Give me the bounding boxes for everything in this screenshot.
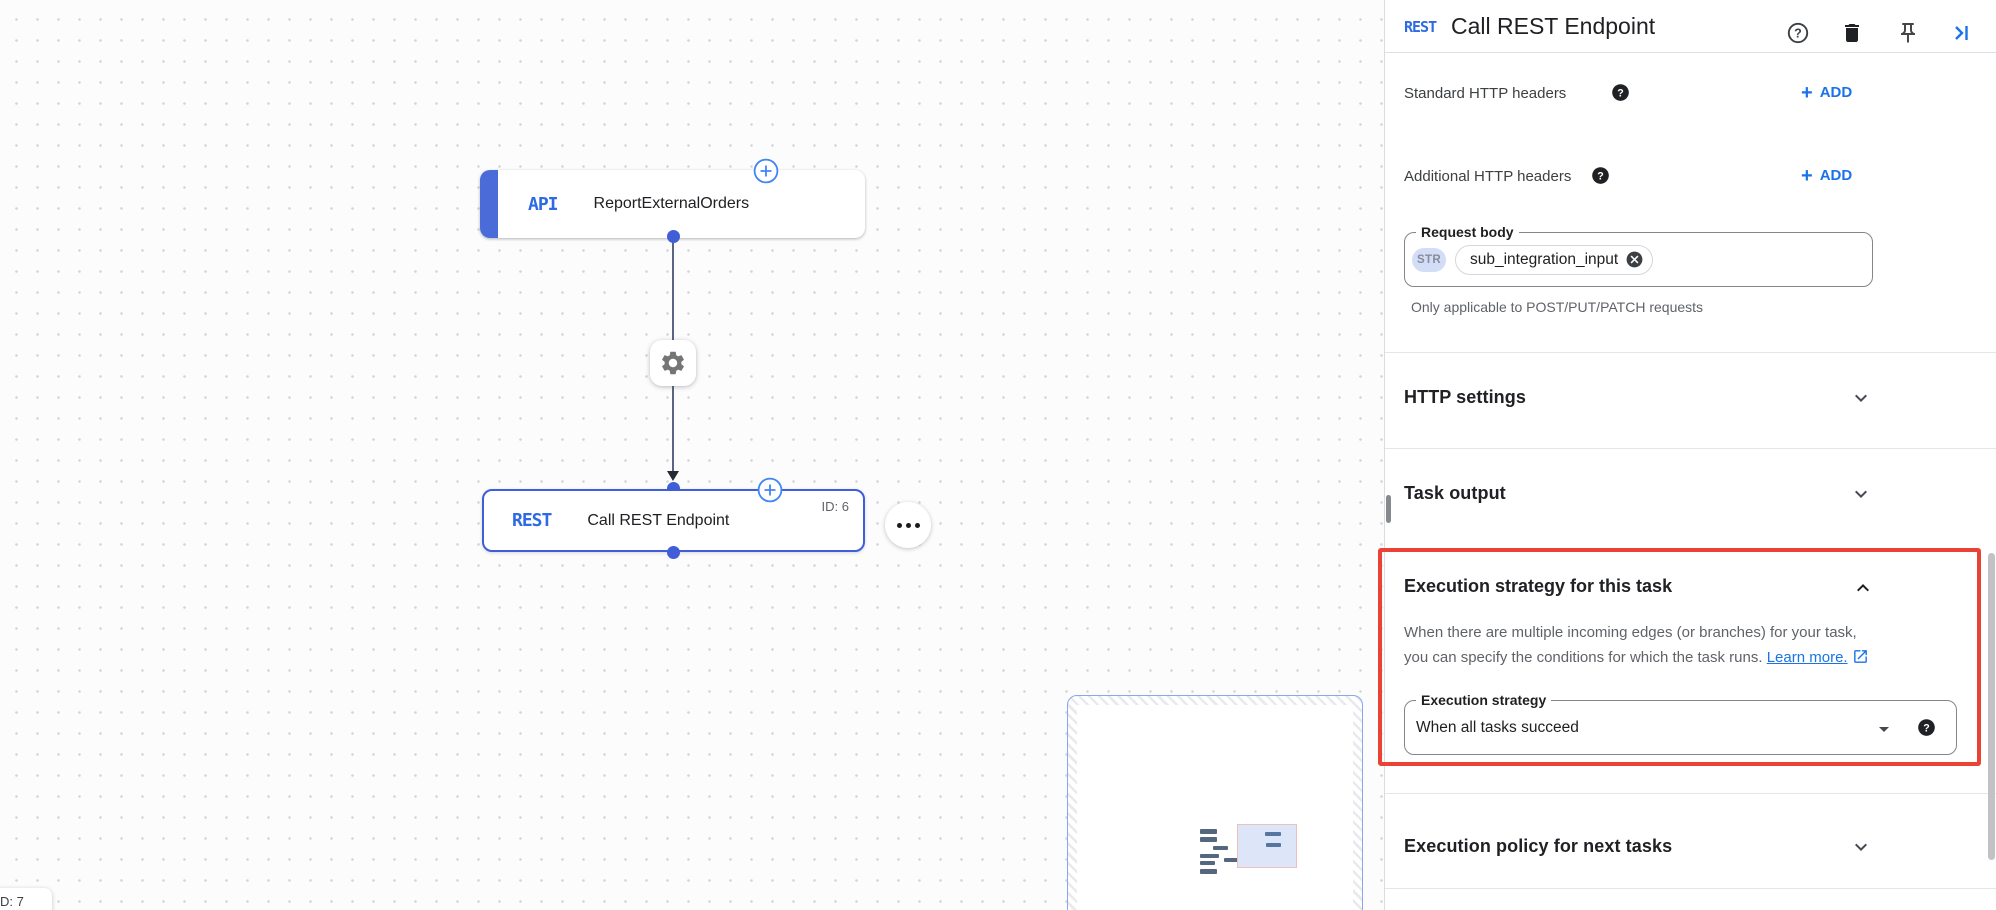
http-settings-title: HTTP settings [1404,387,1526,407]
task-config-panel: REST Call REST Endpoint ? Standard HTTP … [1378,0,1996,910]
help-filled-icon[interactable]: ? [1611,83,1630,102]
learn-more-link[interactable]: Learn more. [1766,649,1848,666]
placeholder-inner [1077,705,1353,910]
node-id-label: ID: 6 [821,499,849,514]
panel-scrollbar-thumb[interactable] [1386,495,1391,523]
add-edge-icon[interactable] [757,477,783,503]
divider [1385,793,1996,794]
svg-text:?: ? [1794,27,1802,41]
plus-icon: + [1801,81,1813,104]
edge-arrow-icon [667,471,679,481]
placeholder-subflow-icon [1237,824,1297,868]
placeholder-graphic [1224,858,1239,862]
gear-icon [662,351,684,375]
more-dot-icon [914,522,920,528]
node-call-rest-endpoint[interactable]: REST Call REST Endpoint ID: 6 [482,489,865,552]
node-label: Call REST Endpoint [587,511,730,529]
description-line: you can specify the conditions for which… [1404,649,1763,666]
chevron-down-icon[interactable] [1849,835,1873,859]
divider [1385,352,1996,353]
divider [1385,888,1996,889]
window-scrollbar-thumb[interactable] [1988,553,1995,860]
add-button-label: ADD [1819,167,1853,184]
pin-icon[interactable] [1896,21,1920,45]
divider [1385,52,1996,53]
add-button-label: ADD [1819,84,1853,101]
request-body-value-chip[interactable]: sub_integration_input [1455,244,1654,275]
execution-strategy-select[interactable]: Execution strategy When all tasks succee… [1404,692,1957,755]
placeholder-graphic [1200,854,1219,858]
request-body-label: Request body [1416,224,1519,240]
placeholder-graphic [1200,869,1217,874]
svg-text:?: ? [1617,87,1624,99]
request-body-field[interactable]: Request body STR sub_integration_input [1404,224,1873,287]
node-accent-bar [480,170,498,238]
delete-icon[interactable] [1840,21,1864,45]
add-standard-header-button[interactable]: + ADD [1801,81,1853,104]
additional-headers-label: Additional HTTP headers [1404,168,1572,185]
description-line: When there are multiple incoming edges (… [1404,624,1857,641]
api-badge: API [528,193,558,215]
request-body-helper: Only applicable to POST/PUT/PATCH reques… [1411,299,1704,315]
plus-icon: + [1801,164,1813,187]
chevron-down-icon[interactable] [1849,386,1873,410]
help-filled-icon[interactable]: ? [1917,718,1936,737]
node-report-external-orders[interactable]: API ReportExternalOrders [480,170,865,238]
chevron-down-icon[interactable] [1849,482,1873,506]
task-output-title: Task output [1404,483,1506,503]
more-dot-icon [896,522,902,528]
partial-node[interactable]: D: 7 [0,888,52,910]
partial-node-id-label: D: 7 [0,894,24,909]
collapse-panel-icon[interactable] [1949,21,1973,45]
panel-title: Call REST Endpoint [1451,13,1656,39]
node-label: ReportExternalOrders [593,195,750,212]
standard-headers-label: Standard HTTP headers [1404,85,1567,102]
external-link-icon [1853,650,1867,663]
panel-header: REST Call REST Endpoint ? [1385,0,1996,52]
sub-integration-placeholder[interactable] [1067,695,1363,910]
help-filled-icon[interactable]: ? [1591,166,1610,185]
execution-strategy-label: Execution strategy [1416,692,1552,708]
help-icon[interactable]: ? [1786,21,1810,45]
value-chip-label: sub_integration_input [1470,250,1619,268]
output-port-dot[interactable] [667,230,680,243]
divider [1385,448,1996,449]
placeholder-graphic [1200,837,1217,842]
output-port-dot[interactable] [667,546,680,559]
rest-badge: REST [1404,18,1437,36]
rest-badge: REST [512,510,552,531]
add-additional-header-button[interactable]: + ADD [1801,164,1853,187]
edge-config-button[interactable] [650,340,696,386]
placeholder-graphic [1200,861,1215,865]
remove-value-icon[interactable] [1625,250,1644,269]
type-chip: STR [1412,247,1446,272]
execution-strategy-description: When there are multiple incoming edges (… [1404,620,1944,673]
chevron-up-icon[interactable] [1851,576,1875,600]
dropdown-arrow-icon[interactable] [1872,717,1896,741]
placeholder-graphic [1213,846,1228,850]
execution-strategy-value: When all tasks succeed [1416,718,1579,736]
add-edge-icon[interactable] [753,158,779,184]
more-dot-icon [905,522,911,528]
node-more-options-button[interactable] [885,502,931,548]
workflow-canvas[interactable]: API ReportExternalOrders REST Call REST … [0,0,1384,910]
svg-text:?: ? [1923,722,1930,734]
svg-text:?: ? [1597,170,1604,182]
execution-policy-title: Execution policy for next tasks [1404,836,1673,856]
execution-strategy-title: Execution strategy for this task [1404,576,1673,596]
placeholder-graphic [1200,829,1217,834]
highlight-box: Execution strategy for this task When th… [1378,548,1981,766]
